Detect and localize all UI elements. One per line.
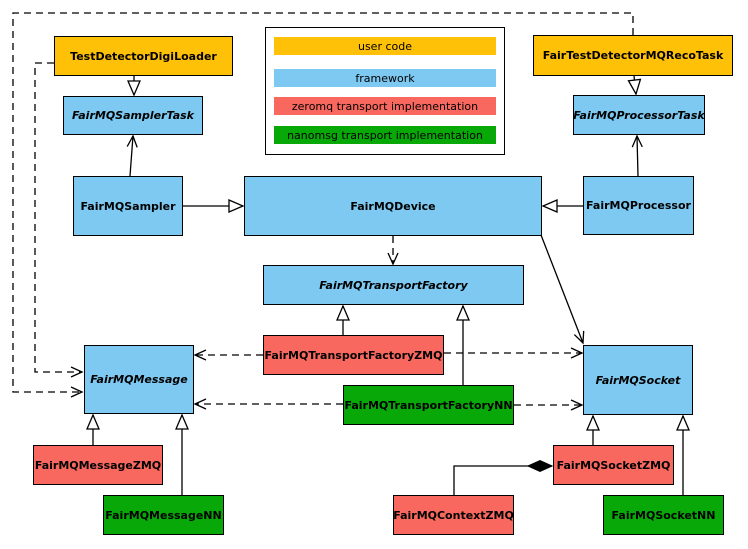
node-fairmqprocessor: FairMQProcessor: [583, 176, 694, 235]
edge-digiloader-to-message-dependency: [34, 62, 84, 378]
node-fairmqsampler: FairMQSampler: [73, 176, 183, 236]
node-fairmqtransportfactorynn: FairMQTransportFactoryNN: [343, 385, 514, 425]
node-fairmqsamplertask: FairMQSamplerTask: [63, 96, 203, 135]
node-fairmqdevice: FairMQDevice: [244, 176, 542, 236]
edge-contextzmq-socketzmq-composition: [453, 466, 552, 495]
legend-item-user-code: user code: [274, 37, 496, 55]
node-fairmqsocket: FairMQSocket: [583, 345, 693, 415]
edge-recotask-processortask-inheritance: [634, 75, 636, 94]
edge-processor-processortask-association: [631, 134, 643, 177]
node-fairmqtransportfactory: FairMQTransportFactory: [263, 265, 524, 305]
node-fairmqcontextzmq: FairMQContextZMQ: [393, 495, 514, 535]
node-fairmqmessagezmq: FairMQMessageZMQ: [33, 445, 163, 485]
legend-item-framework: framework: [274, 69, 496, 87]
node-fairmqtransportfactoryzmq: FairMQTransportFactoryZMQ: [263, 335, 444, 375]
node-fairtestdetectormqrecotask: FairTestDetectorMQRecoTask: [533, 35, 733, 76]
node-fairmqsocketnn: FairMQSocketNN: [603, 495, 724, 535]
edge-recotask-to-message-dependency: [12, 12, 634, 398]
legend-item-nanomsg: nanomsg transport implementation: [274, 126, 496, 144]
node-fairmqmessage: FairMQMessage: [84, 345, 194, 414]
node-fairmqsocketzmq: FairMQSocketZMQ: [553, 445, 674, 485]
legend-item-zeromq: zeromq transport implementation: [274, 97, 496, 115]
node-fairmqmessagenn: FairMQMessageNN: [103, 495, 224, 535]
node-testdetectordigiloader: TestDetectorDigiLoader: [54, 36, 233, 76]
node-fairmqprocessortask: FairMQProcessorTask: [573, 95, 705, 135]
edge-sampler-samplertask-association: [126, 134, 138, 177]
legend: user code framework zeromq transport imp…: [265, 27, 505, 155]
edge-device-socket-association: [540, 234, 585, 345]
